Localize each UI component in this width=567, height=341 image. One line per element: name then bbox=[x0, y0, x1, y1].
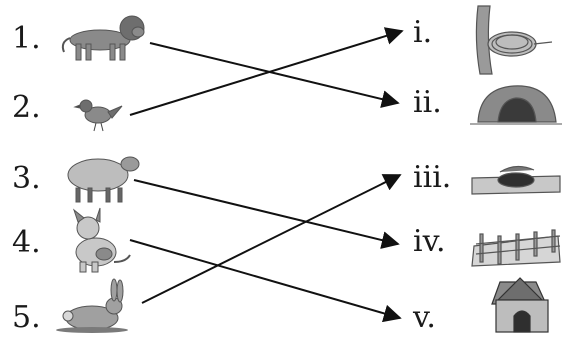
arrow-1-to-ii bbox=[149, 42, 400, 108]
rabbit-picture bbox=[56, 278, 128, 333]
right-numeral-iii: iii. bbox=[413, 160, 451, 195]
lion-picture bbox=[61, 15, 145, 61]
nest-picture bbox=[475, 5, 553, 75]
fenced-pen-picture bbox=[471, 229, 561, 267]
left-number-5: 5. bbox=[12, 300, 41, 335]
right-numeral-iv: iv. bbox=[413, 224, 446, 259]
right-numeral-i: i. bbox=[413, 15, 432, 50]
burrow-picture bbox=[471, 165, 561, 195]
arrow-2-to-i bbox=[129, 27, 404, 116]
right-numeral-ii: ii. bbox=[413, 85, 442, 120]
left-number-1: 1. bbox=[12, 21, 41, 56]
arrow-5-to-iii bbox=[141, 174, 402, 304]
right-numeral-v: v. bbox=[412, 300, 436, 335]
arrow-3-to-iv bbox=[133, 179, 400, 249]
left-number-3: 3. bbox=[12, 161, 41, 196]
dog-picture bbox=[72, 207, 131, 273]
sheep-picture bbox=[67, 156, 140, 203]
left-number-4: 4. bbox=[12, 225, 41, 260]
left-number-2: 2. bbox=[12, 90, 41, 125]
cave-picture bbox=[470, 85, 562, 125]
arrow-4-to-v bbox=[129, 239, 402, 323]
kennel-picture bbox=[491, 277, 549, 333]
bird-picture bbox=[73, 99, 123, 132]
